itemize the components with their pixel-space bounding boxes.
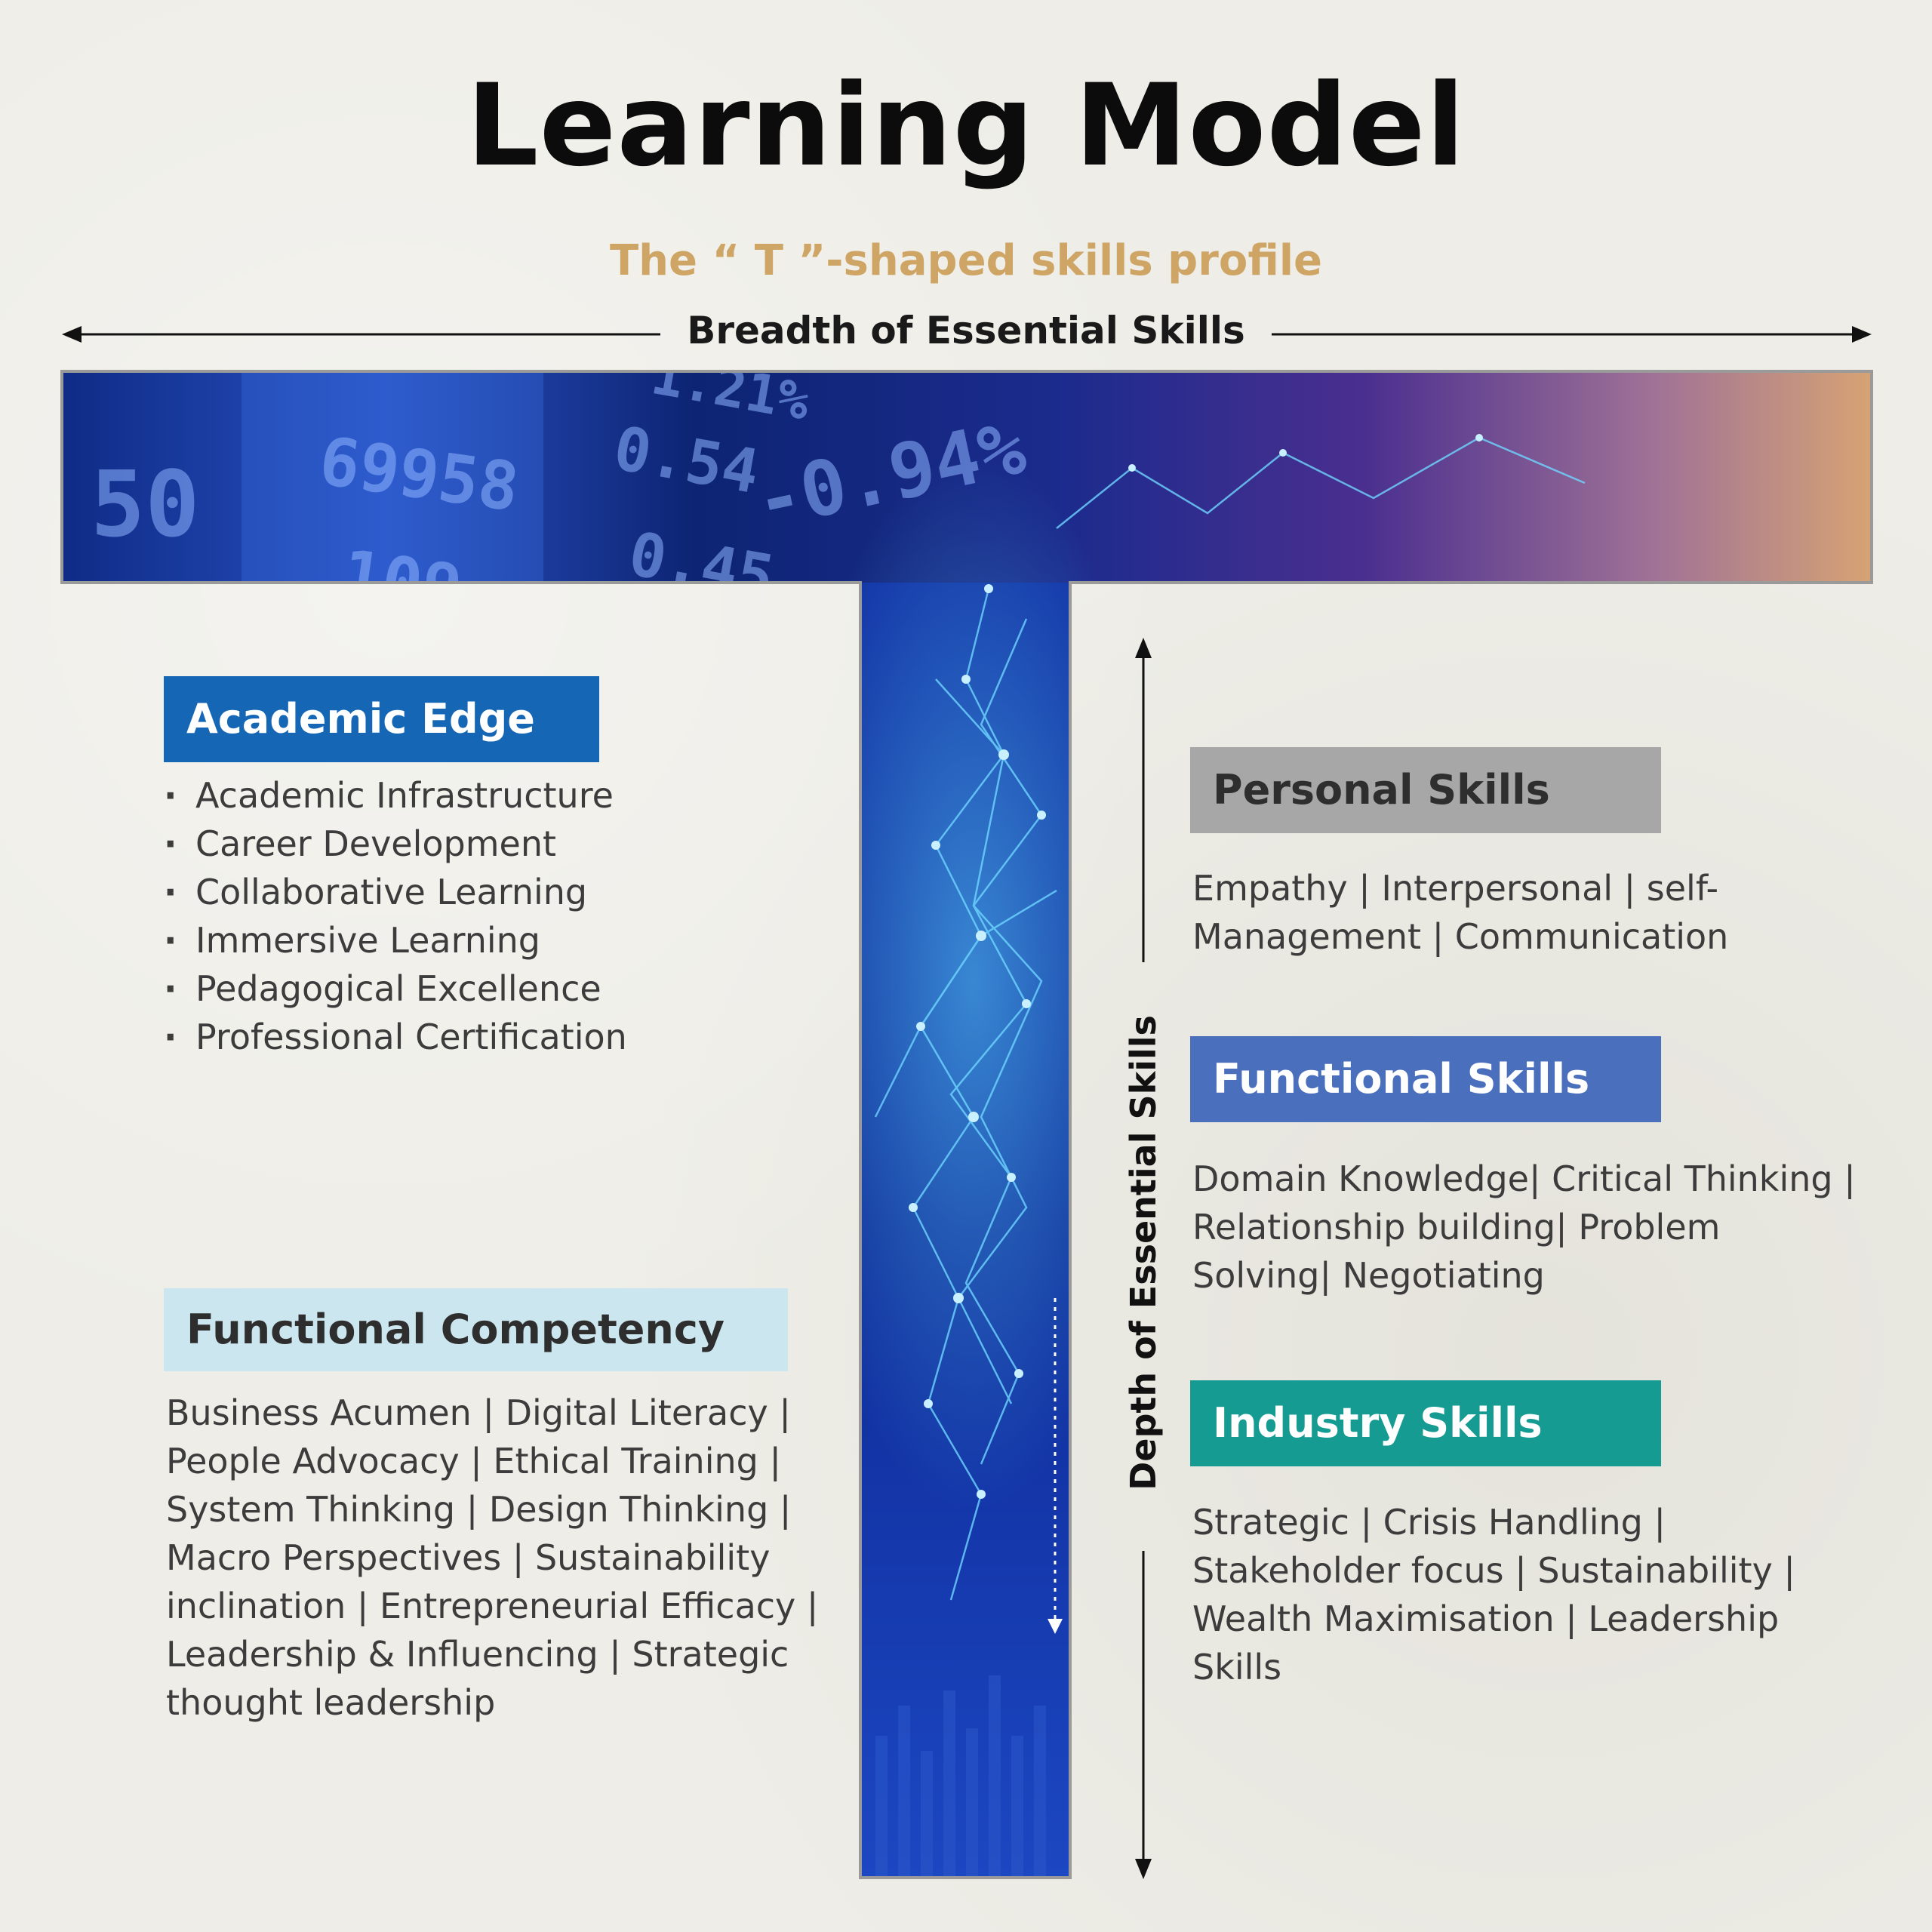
functional-skills-text: Domain Knowledge| Critical Thinking | Re…	[1192, 1158, 1856, 1296]
academic-edge-header: Academic Edge	[164, 676, 599, 762]
list-item: Collaborative Learning	[164, 868, 627, 916]
breadth-axis-label: Breadth of Essential Skills	[687, 309, 1245, 352]
page-title: Learning Model	[466, 60, 1466, 192]
functional-skills-header: Functional Skills	[1190, 1036, 1661, 1122]
page-subtitle: The “ T ”-shaped skills profile	[609, 236, 1323, 285]
list-item: Career Development	[164, 820, 627, 868]
list-item: Professional Certification	[164, 1013, 627, 1061]
breadth-axis-arrow	[62, 326, 1872, 343]
list-item: Immersive Learning	[164, 916, 627, 964]
depth-axis-label: Depth of Essential Skills	[1123, 1015, 1164, 1491]
industry-skills-header: Industry Skills	[1190, 1380, 1661, 1466]
personal-skills-text: Empathy | Interpersonal | self-Managemen…	[1192, 868, 1729, 957]
industry-skills-text: Strategic | Crisis Handling | Stakeholde…	[1192, 1502, 1795, 1687]
list-item: Pedagogical Excellence	[164, 964, 627, 1013]
personal-skills-header: Personal Skills	[1190, 747, 1661, 833]
academic-edge-list: Academic Infrastructure Career Developme…	[164, 771, 627, 1061]
list-item: Academic Infrastructure	[164, 771, 627, 820]
bg-number: 50	[91, 453, 200, 558]
functional-competency-text: Business Acumen | Digital Literacy | Peo…	[166, 1392, 819, 1723]
functional-competency-header: Functional Competency	[164, 1288, 788, 1371]
